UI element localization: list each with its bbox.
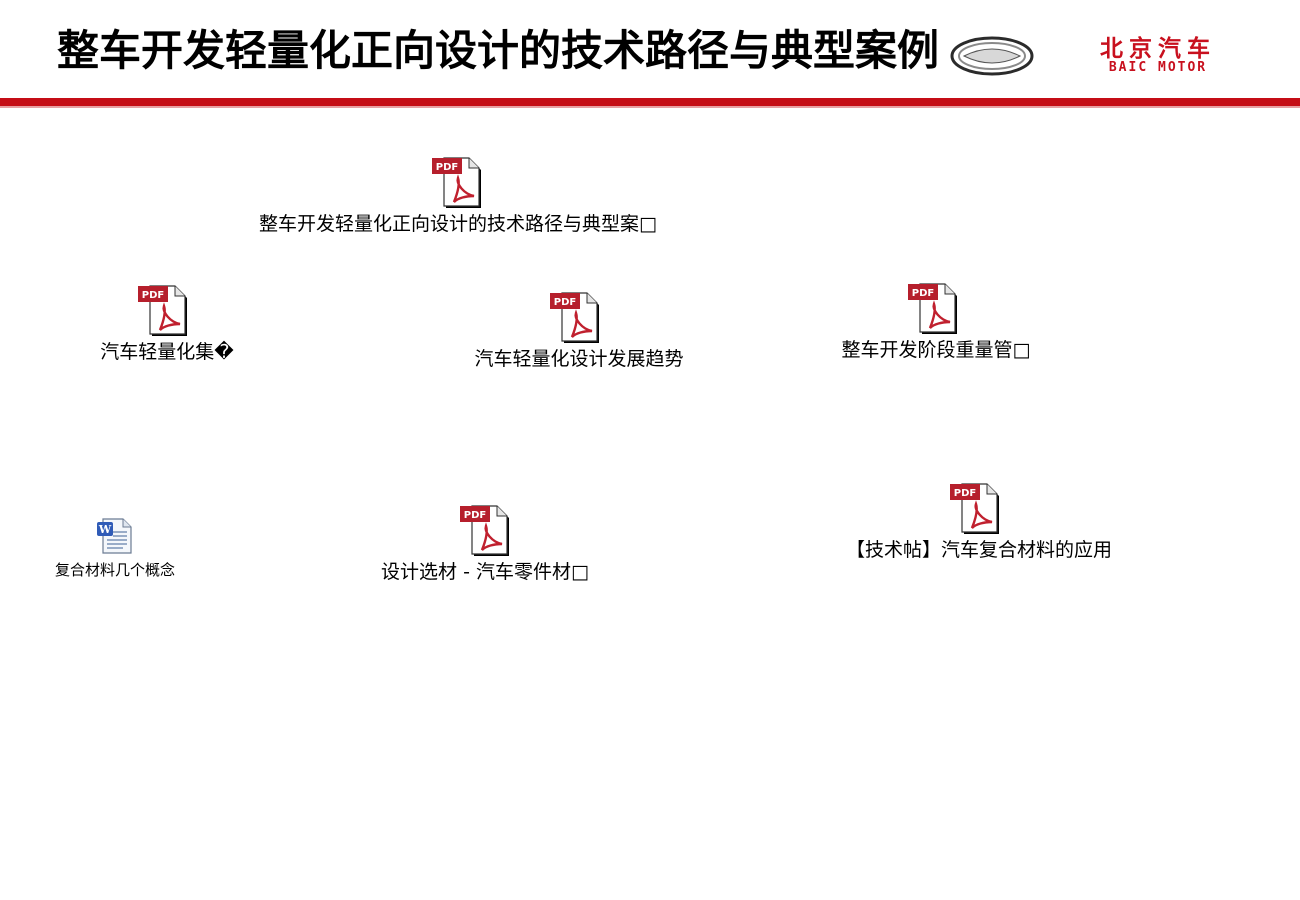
- file-label: 汽车轻量化集�: [100, 341, 234, 363]
- svg-text:PDF: PDF: [436, 162, 458, 173]
- slide-header: 整车开发轻量化正向设计的技术路径与典型案例 北京汽车 BAIC MOTOR: [0, 0, 1300, 108]
- svg-text:PDF: PDF: [912, 288, 934, 299]
- pdf-file-icon: PDF: [430, 156, 484, 210]
- embedded-file-pdf-3[interactable]: PDF 汽车轻量化设计发展趋势: [464, 291, 694, 375]
- embedded-file-doc-1[interactable]: W 复合材料几个概念: [50, 516, 180, 582]
- svg-text:PDF: PDF: [464, 510, 486, 521]
- file-label: 汽车轻量化设计发展趋势: [474, 348, 684, 370]
- baic-logo: 北京汽车 BAIC MOTOR: [1060, 36, 1256, 76]
- svg-text:PDF: PDF: [142, 290, 164, 301]
- pdf-file-icon: PDF: [136, 284, 190, 338]
- pdf-file-icon: PDF: [906, 282, 960, 336]
- embedded-file-pdf-1[interactable]: PDF 整车开发轻量化正向设计的技术路径与典型案□: [248, 156, 668, 240]
- file-label: 【技术帖】汽车复合材料的应用: [845, 539, 1112, 561]
- svg-text:W: W: [98, 523, 112, 536]
- embedded-file-pdf-4[interactable]: PDF 整车开发阶段重量管□: [834, 282, 1038, 366]
- brand-name-en: BAIC MOTOR: [1108, 60, 1208, 75]
- header-divider-shadow: [0, 106, 1300, 108]
- pdf-file-icon: PDF: [948, 482, 1002, 536]
- baic-emblem-icon: [950, 36, 1034, 76]
- svg-text:PDF: PDF: [554, 297, 576, 308]
- file-label: 整车开发轻量化正向设计的技术路径与典型案□: [259, 213, 657, 235]
- slide-title: 整车开发轻量化正向设计的技术路径与典型案例: [57, 26, 940, 75]
- file-label: 复合材料几个概念: [54, 561, 175, 579]
- word-document-icon: W: [95, 516, 135, 556]
- header-divider: [0, 98, 1300, 106]
- embedded-file-pdf-2[interactable]: PDF 汽车轻量化集�: [96, 284, 238, 368]
- brand-name-cn: 北京汽车: [1100, 36, 1216, 62]
- svg-text:PDF: PDF: [954, 488, 976, 499]
- file-label: 设计选材 - 汽车零件材□: [381, 561, 589, 583]
- pdf-file-icon: PDF: [548, 291, 602, 345]
- pdf-file-icon: PDF: [458, 504, 512, 558]
- embedded-file-pdf-6[interactable]: PDF 【技术帖】汽车复合材料的应用: [834, 482, 1124, 566]
- embedded-file-pdf-5[interactable]: PDF 设计选材 - 汽车零件材□: [372, 504, 598, 588]
- file-label: 整车开发阶段重量管□: [841, 339, 1031, 361]
